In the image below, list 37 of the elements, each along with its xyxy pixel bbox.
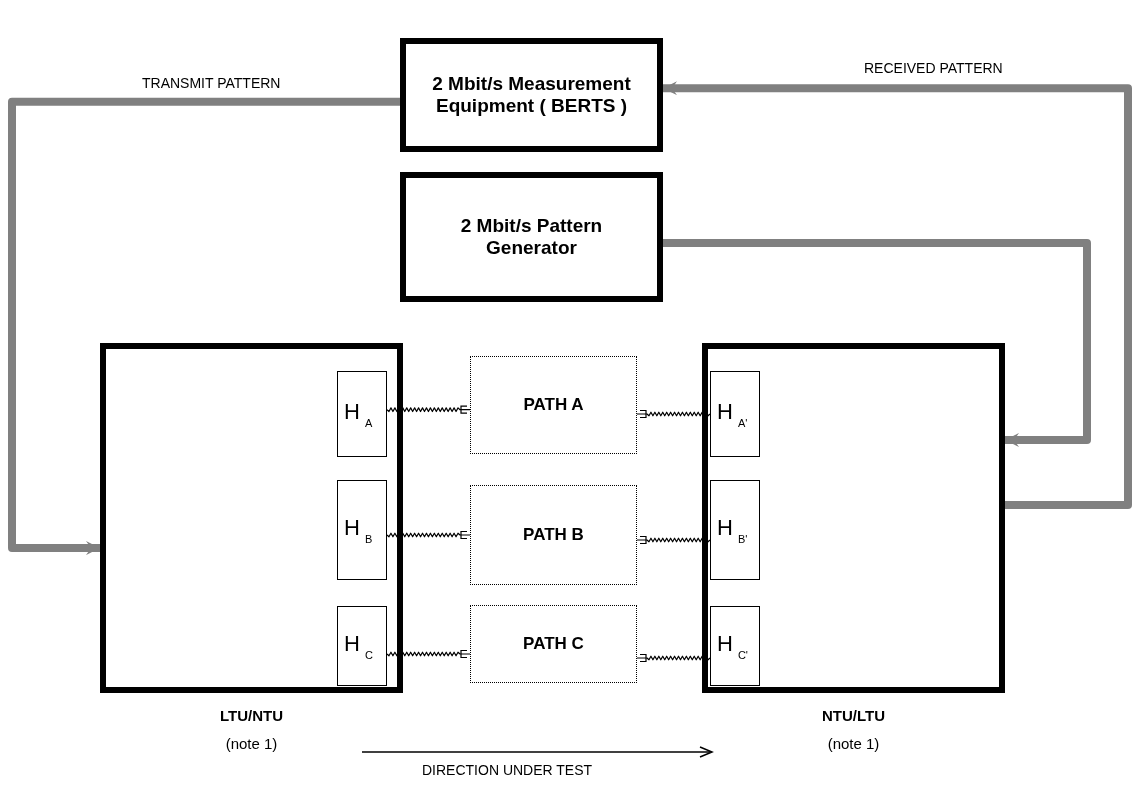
transmission-path-box [470, 356, 637, 454]
terminal-unit-box [702, 343, 1005, 693]
pattern-generator-box [400, 172, 663, 302]
note-reference: (note 1) [826, 735, 881, 752]
box-label: 2 Mbit/s Measurement Equipment ( BERTS ) [431, 73, 632, 117]
edge-label: TRANSMIT PATTERN [140, 75, 283, 91]
hybrid-box [337, 371, 387, 457]
hybrid-label: H$_{C}$ [344, 631, 373, 661]
hybrid-label: H$_{B}$ [344, 515, 373, 545]
terminal-unit-box [100, 343, 403, 693]
twisted-pair-line [636, 411, 711, 417]
box-label: PATH C [522, 634, 585, 654]
hybrid-box [337, 480, 387, 580]
twisted-pair-line [386, 651, 471, 657]
hybrid-label: H$_{A'}$ [717, 399, 748, 429]
twisted-pair-line [636, 655, 711, 661]
hybrid-label: H$_{C'}$ [717, 631, 748, 661]
hybrid-box [710, 606, 760, 686]
unit-name: NTU/LTU [820, 707, 886, 724]
measurement-equipment-box [400, 38, 663, 152]
hybrid-label: H$_{A}$ [344, 399, 373, 429]
transmission-path-box [470, 485, 637, 585]
hybrid-box [710, 480, 760, 580]
box-label: PATH B [522, 525, 585, 545]
hybrid-label: H$_{B'}$ [717, 515, 748, 545]
note-reference: (note 1) [224, 735, 279, 752]
transmission-path-box [470, 605, 637, 683]
twisted-pair-line [636, 537, 711, 543]
twisted-pair-line [386, 532, 471, 538]
hybrid-box [710, 371, 760, 457]
hybrid-box [337, 606, 387, 686]
direction-label: DIRECTION UNDER TEST [420, 762, 595, 778]
box-label: PATH A [522, 395, 585, 415]
twisted-pair-line [386, 407, 471, 413]
edge-label: RECEIVED PATTERN [862, 60, 1005, 76]
box-label: 2 Mbit/s Pattern Generator [459, 215, 604, 259]
unit-name: LTU/NTU [218, 707, 284, 724]
